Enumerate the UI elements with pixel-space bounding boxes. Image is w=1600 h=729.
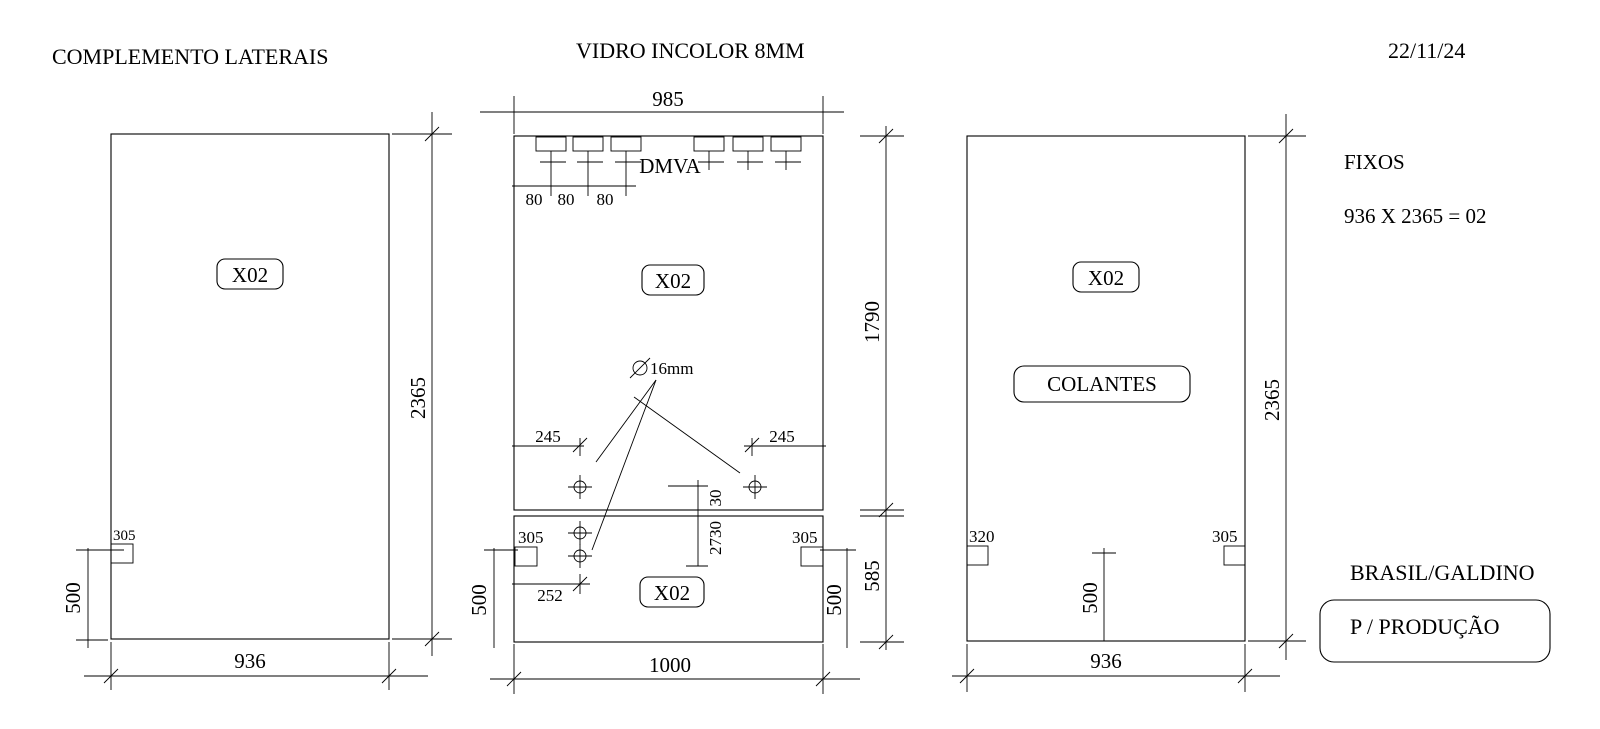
center-title: VIDRO INCOLOR 8MM [576,38,805,63]
offset-right-dim: 245 [769,427,795,446]
panel-right: X02 COLANTES 320 305 500 936 2365 [952,114,1306,692]
spacing-dim-2: 80 [558,190,575,209]
panel-center-bottom-width-dim: 1000 [649,653,691,677]
panel-center: 985 DMVA 80 80 8 [467,87,904,694]
notch-right [800,546,824,567]
notch-left-dim: 305 [518,528,544,547]
fixos-title: FIXOS [1344,150,1405,174]
status-box [1319,599,1551,663]
panel-right-center-height-dim: 500 [1078,582,1102,614]
panel-right-notch-left [966,545,989,566]
panel-left-tag-box [216,258,284,290]
panel-left-notch-dim: 305 [113,528,136,544]
panel-right-tag: X02 [1088,266,1124,290]
hole-upper-left [568,475,592,499]
hole-lower-2 [568,544,592,568]
gap-dim: 30 [706,490,725,507]
panel-center-lower-outline [513,515,824,643]
panel-right-notch-left-dim: 320 [969,527,995,546]
hole-lower-1 [568,521,592,545]
colantes-box [1013,365,1191,403]
panel-right-width-dim: 936 [1090,649,1122,673]
hole-diameter-symbol [629,357,651,379]
panel-right-tag-box [1072,261,1140,293]
left-title: COMPLEMENTO LATERAIS [52,44,328,69]
panel-right-notch-right-dim: 305 [1212,527,1238,546]
panel-center-lower-tag-box [639,576,705,608]
panel-right-notch-right [1223,545,1246,566]
fixos-spec: 936 X 2365 = 02 [1344,204,1487,228]
hinge-clips [535,136,802,176]
notch-left-height-dim: 500 [467,584,491,616]
panel-center-upper-tag: X02 [655,269,691,293]
colantes-label: COLANTES [1047,372,1157,396]
offset-left-dim: 245 [535,427,561,446]
panel-left-notch-height-dim: 500 [61,582,85,614]
panel-left-height-dim: 2365 [406,377,430,419]
upper-height-dim: 1790 [860,301,884,343]
spacing-dim-3: 80 [597,190,614,209]
notch-left [514,546,538,567]
panel-left-width-dim: 936 [234,649,266,673]
panel-left-tag: X02 [232,263,268,287]
panel-center-lower-tag: X02 [654,581,690,605]
panel-left-notch [110,543,134,564]
panel-center-top-width-dim: 985 [652,87,684,111]
hole-upper-right [743,475,767,499]
client-label: BRASIL/GALDINO [1350,560,1535,585]
date-label: 22/11/24 [1388,38,1465,63]
panel-right-outline [966,135,1246,642]
notch-right-height-dim: 500 [822,584,846,616]
notch-right-dim: 305 [792,528,818,547]
hole-label: 16mm [650,359,693,378]
panel-center-upper-tag-box [641,264,705,296]
status-label: P / PRODUÇÃO [1350,614,1500,639]
panel-left: X02 305 500 936 2365 [61,112,452,690]
panel-left-outline [110,133,390,640]
lower-height-dim: 585 [860,560,884,592]
total-dim: 2730 [706,521,725,555]
panel-right-height-dim: 2365 [1260,379,1284,421]
hole-offset-dim: 252 [537,586,563,605]
brand-label: DMVA [639,154,701,178]
spacing-dim-1: 80 [526,190,543,209]
